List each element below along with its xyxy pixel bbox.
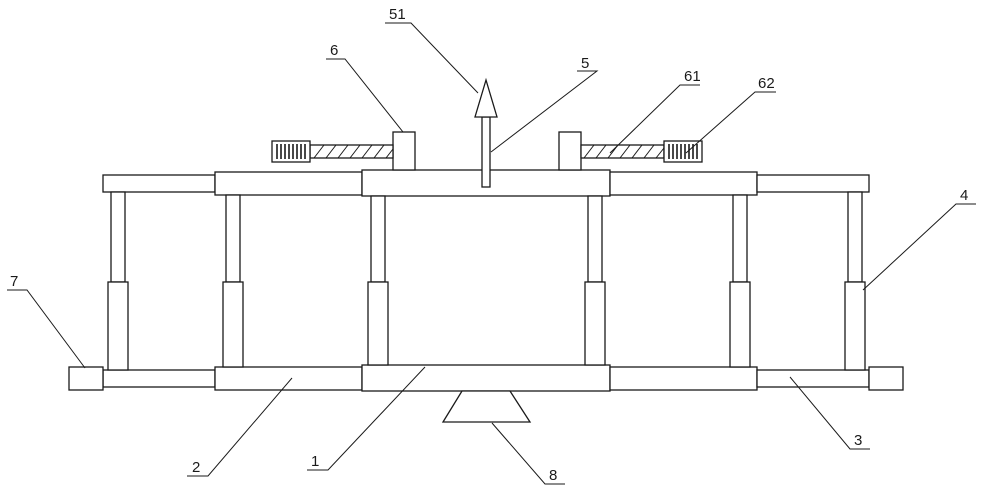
leg-2-upper [225, 194, 241, 283]
leg-5-lower [729, 281, 751, 368]
leg-5 [729, 194, 751, 368]
leg-1 [107, 191, 129, 371]
arrow-head [474, 77, 498, 118]
leader-7 [7, 289, 86, 369]
leg-6-lower [844, 281, 866, 371]
label-51: 51 [389, 6, 406, 23]
leader-lines [7, 22, 976, 485]
leader-51 [385, 22, 479, 94]
label-6: 6 [330, 42, 338, 59]
clamp-block-right [558, 131, 582, 171]
screw-rod-right [580, 140, 703, 163]
top-rail-outer-left [102, 174, 216, 193]
label-7: 7 [10, 273, 18, 290]
label-8: 8 [549, 467, 557, 484]
bottom-rail-center [361, 364, 611, 392]
leg-3-lower [367, 281, 389, 366]
leader-4 [862, 203, 976, 291]
leader-6 [326, 58, 404, 133]
leg-3-upper [370, 195, 386, 283]
label-2: 2 [192, 459, 200, 476]
screw-rod-left-thread [313, 144, 394, 159]
clamp-block-left [392, 131, 416, 171]
leader-1 [307, 366, 426, 471]
label-62: 62 [758, 75, 775, 92]
leg-6 [844, 191, 866, 371]
knob-left-knurl [276, 144, 306, 159]
top-rail-middle-right [609, 171, 758, 196]
label-5: 5 [581, 55, 589, 72]
bottom-rail [102, 364, 870, 392]
end-cap-left [68, 366, 104, 391]
leader-8 [491, 422, 565, 485]
leader-62 [685, 91, 776, 154]
bottom-rail-outer-left [102, 369, 216, 388]
leg-6-upper [847, 191, 863, 283]
end-cap-right [868, 366, 904, 391]
bottom-rail-middle-right [609, 366, 758, 391]
leader-5 [490, 70, 599, 153]
leg-5-upper [732, 194, 748, 283]
base-support [441, 390, 532, 423]
leg-4-lower [584, 281, 606, 366]
label-61: 61 [684, 68, 701, 85]
top-rail-outer-right [756, 174, 870, 193]
leg-1-upper [110, 191, 126, 283]
label-1: 1 [311, 453, 319, 470]
reference-labels: 51 5 6 61 62 4 7 2 1 8 3 [10, 6, 968, 484]
top-rail-middle-left [214, 171, 363, 196]
top-rail [102, 169, 870, 197]
leg-4 [584, 195, 606, 366]
telescopic-legs [107, 191, 866, 371]
leg-1-lower [107, 281, 129, 371]
leg-2 [222, 194, 244, 368]
pointer-rod [481, 116, 491, 188]
leader-3 [789, 376, 870, 450]
leader-61 [609, 84, 700, 154]
leader-2 [187, 377, 293, 477]
label-3: 3 [854, 432, 862, 449]
bottom-rail-outer-right [756, 369, 870, 388]
screw-rod-right-body [580, 144, 665, 159]
leg-2-lower [222, 281, 244, 368]
leg-3 [367, 195, 389, 366]
bottom-rail-middle-left [214, 366, 363, 391]
label-4: 4 [960, 187, 968, 204]
screw-rod-left [271, 140, 394, 163]
leg-4-upper [587, 195, 603, 283]
